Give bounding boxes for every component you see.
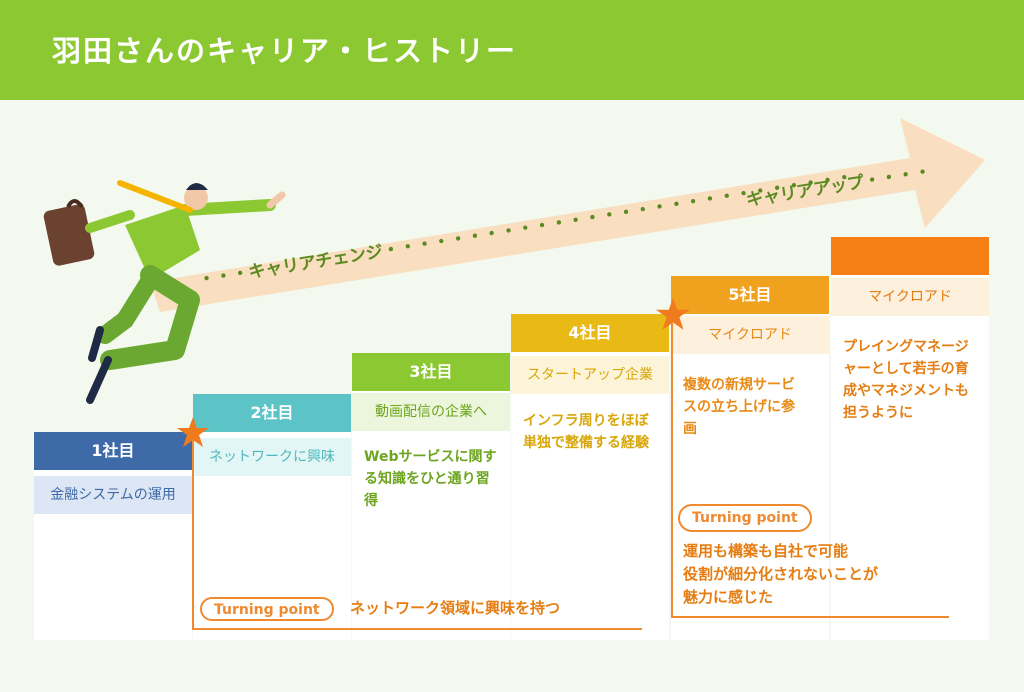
turning-point-1-line-horizontal xyxy=(192,628,642,630)
turning-point-2-line-vertical xyxy=(671,320,673,618)
step-3-header: 3社目 xyxy=(352,353,510,391)
businessman-illustration xyxy=(43,180,286,404)
step-6-subtitle: マイクロアド xyxy=(831,278,989,316)
page-title: 羽田さんのキャリア・ヒストリー xyxy=(52,34,518,68)
step-2-subtitle: ネットワークに興味 xyxy=(193,438,351,476)
header-banner: 羽田さんのキャリア・ヒストリー xyxy=(0,0,1024,100)
step-3-description: Webサービスに関する知識をひと通り習得 xyxy=(364,449,497,509)
step-4-subtitle: スタートアップ企業 xyxy=(511,356,669,394)
step-5-header: 5社目 xyxy=(671,276,829,314)
career-arrow xyxy=(150,118,985,312)
star-icon xyxy=(177,417,209,447)
step-1-subtitle: 金融システムの運用 xyxy=(34,476,192,514)
turning-point-1-text: ネットワーク領域に興味を持つ xyxy=(350,599,561,617)
step-4-header: 4社目 xyxy=(511,314,669,352)
step-6-description: プレイングマネージャーとして若手の育成やマネジメントも担うように xyxy=(843,339,969,421)
step-1-header: 1社目 xyxy=(34,432,192,470)
turning-point-1-badge: Turning point xyxy=(200,597,334,621)
turning-point-2-text: 運用も構築も自社で可能 役割が細分化されないことが 魅力に感じた xyxy=(683,542,879,606)
step-3-subtitle: 動画配信の企業へ xyxy=(352,393,510,431)
step-2-header: 2社目 xyxy=(193,394,351,432)
star-icon xyxy=(656,298,690,330)
turning-point-2-badge: Turning point xyxy=(678,504,812,532)
step-6-header xyxy=(831,237,989,275)
turning-point-1-line-vertical xyxy=(192,440,194,630)
step-5-description: 複数の新規サービスの立ち上げに参画 xyxy=(683,377,795,437)
turning-point-2-line-horizontal xyxy=(671,616,949,618)
step-4-description: インフラ周りをほぼ単独で整備する経験 xyxy=(523,413,649,451)
step-5-subtitle: マイクロアド xyxy=(671,316,829,354)
